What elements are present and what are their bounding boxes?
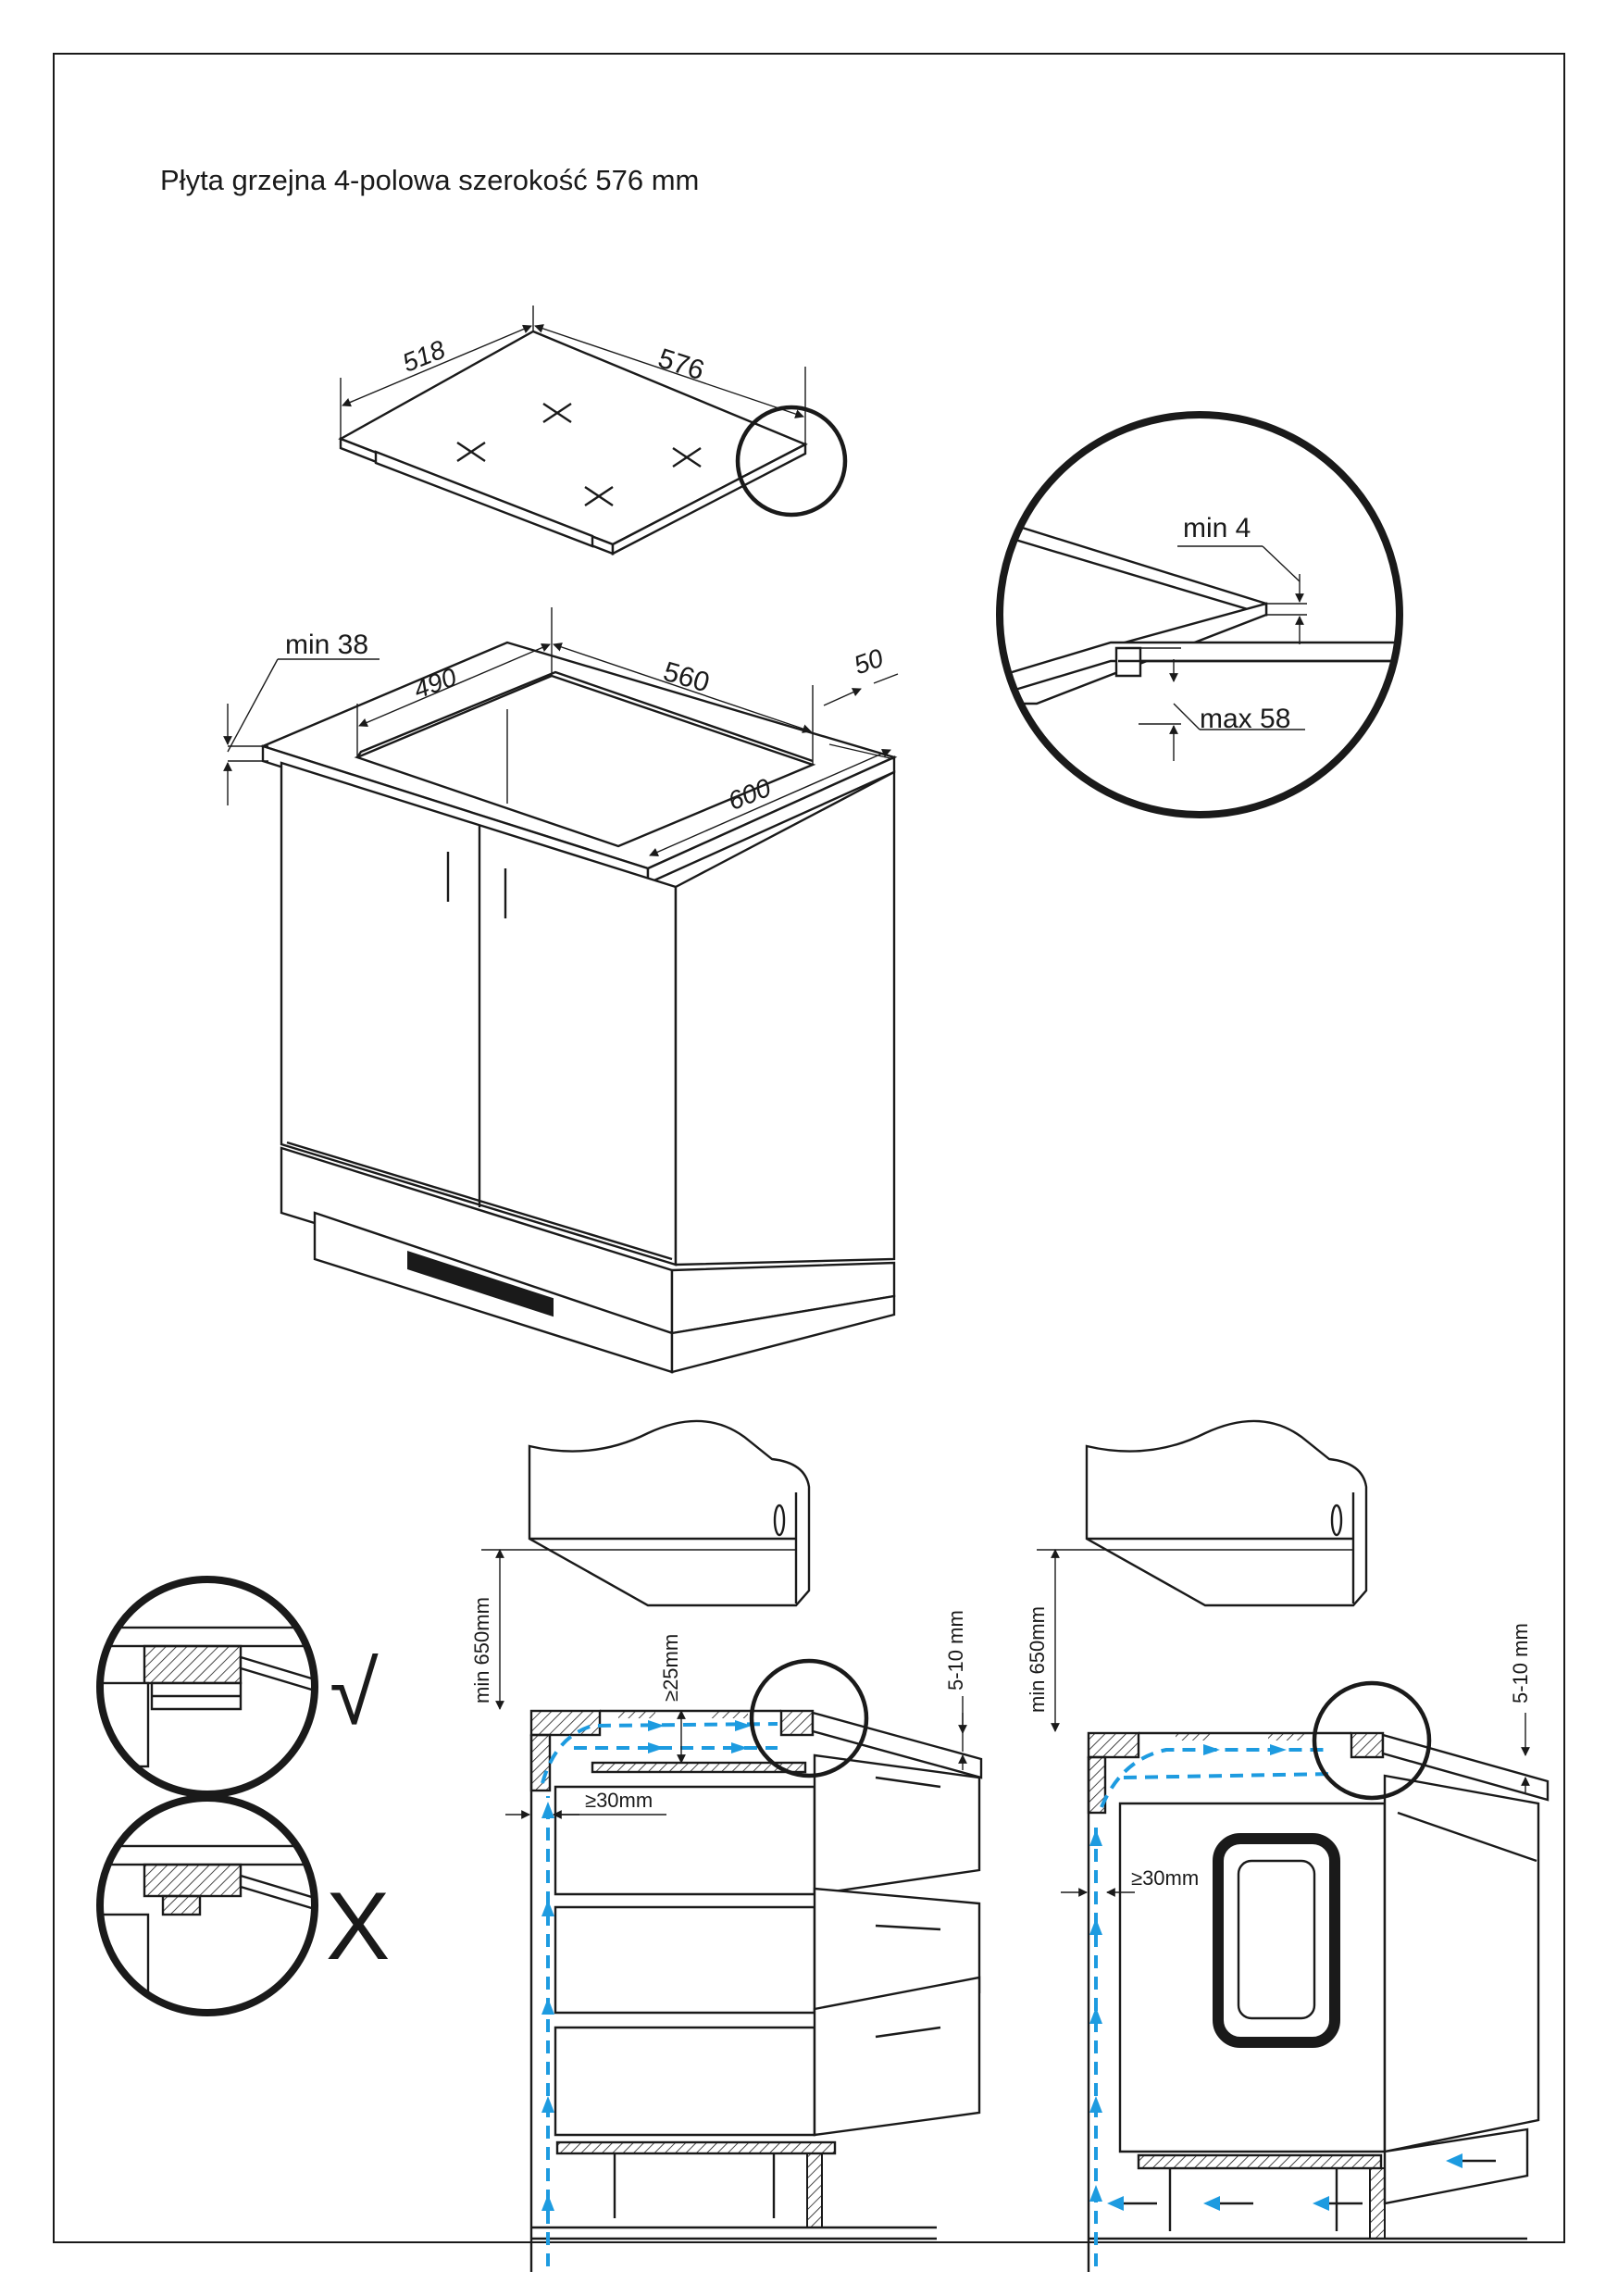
mounting-correct: √ xyxy=(96,1576,379,1798)
detail-circle-marker xyxy=(749,1658,869,1778)
detail-circle-marker xyxy=(1312,1680,1432,1801)
drawing-sheet: Płyta grzejna 4-polowa szerokość 576 mm xyxy=(53,53,1565,2243)
hob-drawing: 518 576 xyxy=(338,306,848,555)
edge-distance-label: 50 xyxy=(850,643,887,680)
mounting-wrong: X xyxy=(96,1794,390,2016)
worktop-thickness-label: min 38 xyxy=(285,630,368,660)
detail-circle-marker xyxy=(735,405,848,518)
left-top-gap-label: 5-10 mm xyxy=(944,1610,967,1691)
installation-drawers: min 650mm ≥25mm 5-10 mm ≥30mm xyxy=(470,1419,983,2272)
wrong-symbol: X xyxy=(326,1873,390,1980)
hob-depth-label: 518 xyxy=(398,334,449,377)
left-side-gap-label: ≥30mm xyxy=(585,1789,653,1812)
hob-width-label: 576 xyxy=(654,343,708,386)
right-side-gap-label: ≥30mm xyxy=(1131,1866,1199,1890)
installation-oven: min 650mm 5-10 mm ≥30mm xyxy=(1026,1419,1550,2272)
cabinet-drawing: min 38 490 560 50 600 xyxy=(223,607,899,1374)
right-top-gap-label: 5-10 mm xyxy=(1509,1623,1532,1703)
burner-mark xyxy=(456,442,486,462)
vent-slots xyxy=(407,1250,554,1317)
min-gap-label: min 4 xyxy=(1183,513,1251,543)
correct-symbol: √ xyxy=(330,1644,379,1743)
left-air-gap-label: ≥25mm xyxy=(659,1634,682,1702)
page-title: Płyta grzejna 4-polowa szerokość 576 mm xyxy=(160,164,700,196)
left-height-label: min 650mm xyxy=(470,1597,493,1703)
max-depth-label: max 58 xyxy=(1200,704,1290,734)
right-height-label: min 650mm xyxy=(1026,1606,1049,1713)
burner-mark xyxy=(672,447,702,468)
hob-edge-detail: min 4 max 58 xyxy=(996,411,1403,818)
burner-mark xyxy=(584,486,614,506)
